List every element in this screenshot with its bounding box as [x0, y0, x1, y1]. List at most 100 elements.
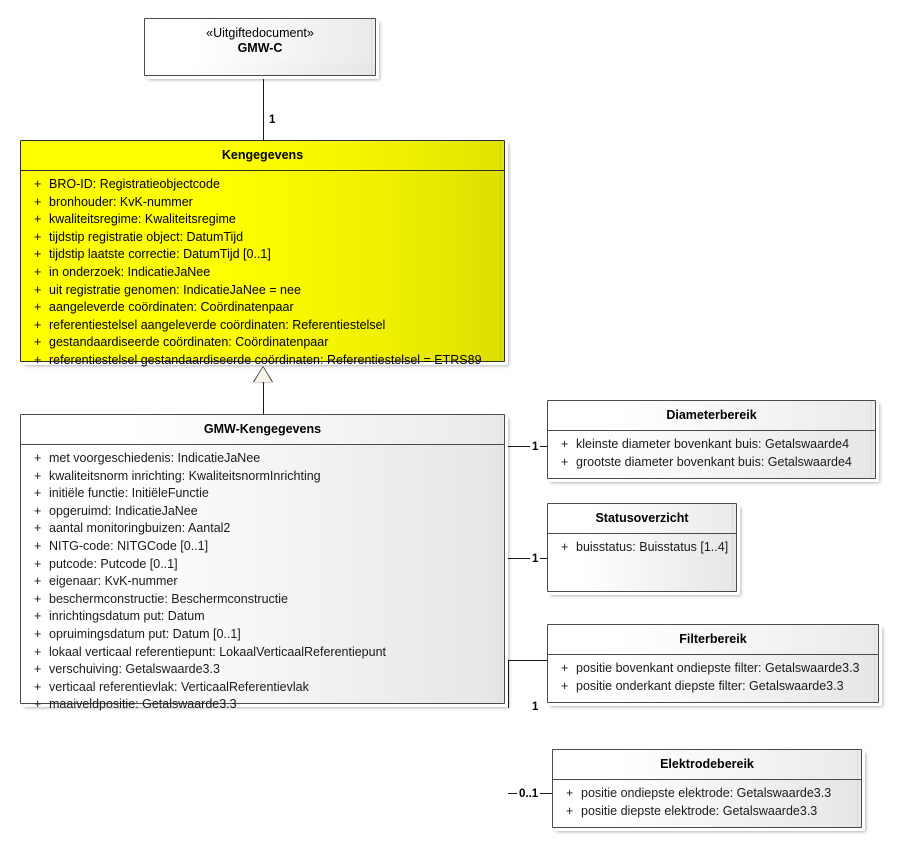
attribute-label: positie diepste elektrode: Getalswaarde3…: [581, 803, 818, 818]
attribute-row: +lokaal verticaal referentiepunt: Lokaal…: [27, 644, 498, 662]
attribute-visibility: +: [34, 335, 42, 350]
attribute-row: +beschermconstructie: Beschermconstructi…: [27, 591, 498, 609]
attribute-row: +positie onderkant diepste filter: Getal…: [554, 678, 872, 696]
attribute-visibility: +: [34, 574, 42, 589]
attribute-visibility: +: [561, 540, 569, 554]
class-statusoverzicht[interactable]: Statusoverzicht +buisstatus: Buisstatus …: [547, 503, 737, 592]
attribute-row: + eigenaar: KvK-nummer: [27, 573, 498, 591]
attribute-label: gestandaardiseerde coördinaten: Coördina…: [49, 335, 329, 350]
class-kengegevens[interactable]: Kengegevens + BRO-ID: Registratieobjectco…: [20, 140, 505, 367]
attribute-label: verschuiving: Getalswaarde3.3: [49, 662, 220, 677]
attribute-visibility: +: [561, 437, 569, 451]
attribute-row: +maaiveldpositie: Getalswaarde3.3: [27, 696, 498, 714]
attribute-visibility: +: [34, 679, 42, 694]
attribute-label: opgeruimd: IndicatieJaNee: [49, 503, 198, 518]
attribute-visibility: +: [566, 786, 574, 800]
class-filterbereik-name: Filterbereik: [679, 632, 747, 646]
attribute-visibility: +: [34, 521, 42, 536]
class-elektrodebereik-attributes: + positie ondiepste elektrode: Getalswaar…: [553, 780, 861, 826]
attribute-row: +referentiestelsel aangeleverde coördina…: [27, 317, 498, 335]
attribute-visibility: +: [34, 451, 42, 465]
attribute-row: + met voorgeschiedenis: IndicatieJaNee: [27, 450, 498, 468]
attribute-visibility: +: [34, 697, 42, 712]
attribute-row: + aantal monitoringbuizen: Aantal2: [27, 520, 498, 538]
attribute-label: verticaal referentievlak: VerticaalRefer…: [49, 679, 309, 694]
class-filterbereik-header: Filterbereik: [548, 625, 878, 655]
attribute-row: + tijdstip laatste correctie: DatumTijd […: [27, 246, 498, 264]
attribute-row: + gestandaardiseerde coördinaten: Coördin…: [27, 334, 498, 352]
attribute-visibility: +: [34, 486, 42, 501]
multiplicity-gmw-diameterbereik: 1: [530, 440, 541, 455]
attribute-row: + kwaliteitsnorm inrichting: Kwaliteitsno…: [27, 468, 498, 486]
class-statusoverzicht-name: Statusoverzicht: [595, 511, 689, 525]
attribute-label: bronhouder: KvK-nummer: [49, 194, 193, 209]
attribute-row: +in onderzoek: IndicatieJaNee: [27, 264, 498, 282]
attribute-row: +NITG-code: NITGCode [0..1]: [27, 538, 498, 556]
attribute-row: +opgeruimd: IndicatieJaNee: [27, 503, 498, 521]
class-filterbereik-attributes: + positie bovenkant ondiepste filter: Get…: [548, 655, 878, 701]
class-elektrodebereik-header: Elektrodebereik: [553, 750, 861, 780]
attribute-row: + initiële functie: InitiëleFunctie: [27, 485, 498, 503]
attribute-visibility: +: [34, 626, 42, 641]
attribute-label: positie bovenkant ondiepste filter: Geta…: [576, 661, 860, 675]
attribute-row: +bronhouder: KvK-nummer: [27, 194, 498, 212]
attribute-label: beschermconstructie: Beschermconstructie: [49, 591, 288, 606]
attribute-row: +kwaliteitsregime: Kwaliteitsregime: [27, 211, 498, 229]
attribute-row: + verschuiving: Getalswaarde3.3: [27, 661, 498, 679]
attribute-row: + putcode: Putcode [0..1]: [27, 556, 498, 574]
class-kengegevens-name: Kengegevens: [221, 148, 304, 162]
class-gmw-c-header: «Uitgiftedocument» GMW-C: [145, 19, 375, 63]
attribute-row: +referentiestelsel gestandaardiseerde co…: [27, 352, 498, 370]
attribute-label: kleinste diameter bovenkant buis: Getals…: [576, 437, 850, 451]
multiplicity-gmwc-kengegevens: 1: [267, 113, 278, 128]
class-kengegevens-attributes: +BRO-ID: Registratieobjectcode+bronhoude…: [21, 171, 504, 376]
attribute-visibility: +: [34, 229, 42, 244]
class-gmw-kengegevens[interactable]: GMW-Kengegevens + met voorgeschiedenis: I…: [20, 414, 505, 711]
attribute-label: BRO-ID: Registratieobjectcode: [49, 177, 220, 191]
attribute-visibility: +: [34, 177, 42, 191]
class-diameterbereik[interactable]: Diameterbereik + kleinste diameter bovenk…: [547, 400, 876, 479]
class-gmw-kengegevens-name: GMW-Kengegevens: [203, 422, 322, 436]
attribute-row: + kleinste diameter bovenkant buis: Getal…: [554, 436, 869, 454]
attribute-label: met voorgeschiedenis: IndicatieJaNee: [49, 451, 261, 465]
attribute-label: NITG-code: NITGCode [0..1]: [49, 538, 209, 553]
attribute-visibility: +: [34, 352, 42, 367]
attribute-label: aantal monitoringbuizen: Aantal2: [49, 521, 231, 536]
attribute-label: positie ondiepste elektrode: Getalswaard…: [581, 786, 832, 800]
class-diameterbereik-name: Diameterbereik: [666, 408, 757, 422]
class-filterbereik[interactable]: Filterbereik + positie bovenkant ondiepst…: [547, 624, 879, 703]
attribute-label: eigenaar: KvK-nummer: [49, 574, 178, 589]
attribute-row: + BRO-ID: Registratieobjectcode: [27, 176, 498, 194]
multiplicity-gmw-filterbereik: 1: [530, 700, 541, 715]
attribute-label: tijdstip laatste correctie: DatumTijd [0…: [49, 247, 271, 262]
attribute-row: + positie ondiepste elektrode: Getalswaar…: [559, 785, 855, 803]
connector-line-vertical: [263, 76, 264, 142]
attribute-label: opruimingsdatum put: Datum [0..1]: [49, 626, 241, 641]
attribute-visibility: +: [34, 282, 42, 297]
attribute-row: + tijdstip registratie object: DatumTijd: [27, 229, 498, 247]
attribute-row: +aangeleverde coördinaten: Coördinatenpa…: [27, 299, 498, 317]
attribute-label: tijdstip registratie object: DatumTijd: [49, 229, 244, 244]
class-gmw-c[interactable]: «Uitgiftedocument» GMW-C: [144, 18, 376, 76]
attribute-label: kwaliteitsnorm inrichting: Kwaliteitsnor…: [49, 468, 321, 483]
class-statusoverzicht-attributes: +buisstatus: Buisstatus [1..4]: [548, 534, 736, 563]
attribute-label: aangeleverde coördinaten: Coördinatenpaa…: [49, 300, 294, 315]
attribute-visibility: +: [34, 468, 42, 483]
attribute-label: inrichtingsdatum put: Datum: [49, 609, 205, 624]
attribute-visibility: +: [34, 247, 42, 262]
attribute-visibility: +: [34, 212, 42, 227]
attribute-row: +positie diepste elektrode: Getalswaarde…: [559, 803, 855, 821]
attribute-row: + inrichtingsdatum put: Datum: [27, 608, 498, 626]
attribute-row: + verticaal referentievlak: VerticaalRefe…: [27, 679, 498, 697]
attribute-visibility: +: [34, 609, 42, 624]
attribute-visibility: +: [34, 662, 42, 677]
attribute-visibility: +: [34, 556, 42, 571]
attribute-label: putcode: Putcode [0..1]: [49, 556, 178, 571]
attribute-label: initiële functie: InitiëleFunctie: [49, 486, 209, 501]
class-kengegevens-header: Kengegevens: [21, 141, 504, 171]
class-elektrodebereik[interactable]: Elektrodebereik + positie ondiepste elekt…: [552, 749, 862, 828]
connector-line-vertical: [263, 382, 264, 414]
attribute-label: uit registratie genomen: IndicatieJaNee …: [49, 282, 301, 297]
attribute-visibility: +: [34, 317, 42, 332]
attribute-visibility: +: [561, 661, 569, 675]
